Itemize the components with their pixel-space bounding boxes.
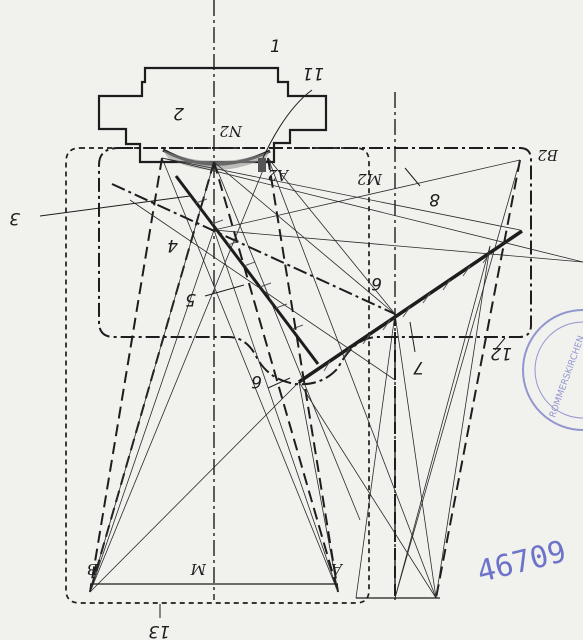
leader-12 (494, 337, 506, 351)
label-6b: 6 (251, 371, 262, 391)
construction-rays (89, 157, 583, 599)
mirror-2-shade (163, 150, 270, 170)
leader-11 (261, 89, 313, 161)
label-3: 3 (9, 208, 20, 228)
label-11: 11 (302, 63, 324, 83)
leader-8 (404, 167, 421, 187)
label-12: 12 (490, 343, 512, 363)
label-13: 13 (148, 621, 170, 640)
office-stamp: ROMMERSKIRCHEN (522, 309, 583, 431)
leader-5 (204, 284, 245, 297)
label-5: 5 (185, 289, 196, 309)
label-6a: 6 (371, 273, 382, 293)
mirror-5-hatching (195, 198, 304, 330)
element-a2 (258, 158, 266, 172)
label-N2: N2 (219, 122, 243, 140)
svg-text:ROMMERSKIRCHEN: ROMMERSKIRCHEN (548, 335, 583, 420)
label-4: 4 (167, 235, 178, 255)
label-M2: M2 (357, 170, 383, 188)
leader-3 (39, 195, 191, 217)
label-M: M (190, 560, 207, 578)
frame-13 (65, 147, 370, 604)
mirror-9-hatching (323, 252, 491, 372)
mirror-5 (174, 175, 320, 365)
leader-7 (409, 321, 416, 353)
label-B2: B2 (537, 146, 559, 164)
label-2: 2 (173, 103, 184, 123)
label-7: 7 (413, 357, 424, 377)
stamp-number: 46709 (474, 534, 570, 590)
frame-12 (98, 147, 532, 386)
label-B: B (87, 560, 99, 578)
leader-9 (267, 377, 291, 389)
label-A: A (331, 560, 344, 578)
mount-body (97, 66, 328, 164)
label-A2: A2 (268, 166, 290, 184)
label-8: 8 (429, 189, 440, 209)
mirror-9 (298, 229, 523, 384)
ray-3-axis (111, 183, 396, 315)
label-1: 1 (270, 37, 281, 57)
